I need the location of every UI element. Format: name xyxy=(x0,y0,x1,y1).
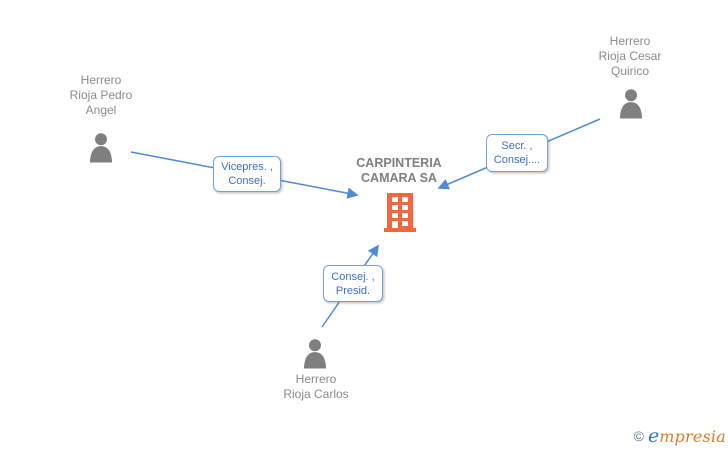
person-name-carlos: Herrero Rioja Carlos xyxy=(283,372,349,401)
person-node-pedro[interactable] xyxy=(86,131,116,168)
brand-letter-e: e xyxy=(647,425,660,447)
relation-label-consej-presid[interactable]: Consej. , Presid. xyxy=(323,265,383,302)
company-name: CARPINTERIA CAMARA SA xyxy=(356,156,442,185)
person-name-cesar: Herrero Rioja Cesar Quirico xyxy=(598,34,662,78)
person-icon xyxy=(86,131,116,168)
company-node[interactable] xyxy=(383,192,417,237)
person-icon xyxy=(616,87,646,124)
relation-label-secr-consej[interactable]: Secr. , Consej.... xyxy=(486,134,548,172)
building-icon xyxy=(383,192,417,237)
copyright-symbol: © xyxy=(633,428,644,444)
empresia-logo[interactable]: ©empresia xyxy=(634,426,726,448)
person-icon xyxy=(300,337,330,374)
brand-name-rest: mpresia xyxy=(659,427,726,446)
person-node-carlos[interactable] xyxy=(300,337,330,374)
person-name-pedro: Herrero Rioja Pedro Angel xyxy=(69,73,133,117)
relation-label-vicepres-consej[interactable]: Vicepres. , Consej. xyxy=(213,156,281,192)
person-node-cesar[interactable] xyxy=(616,87,646,124)
